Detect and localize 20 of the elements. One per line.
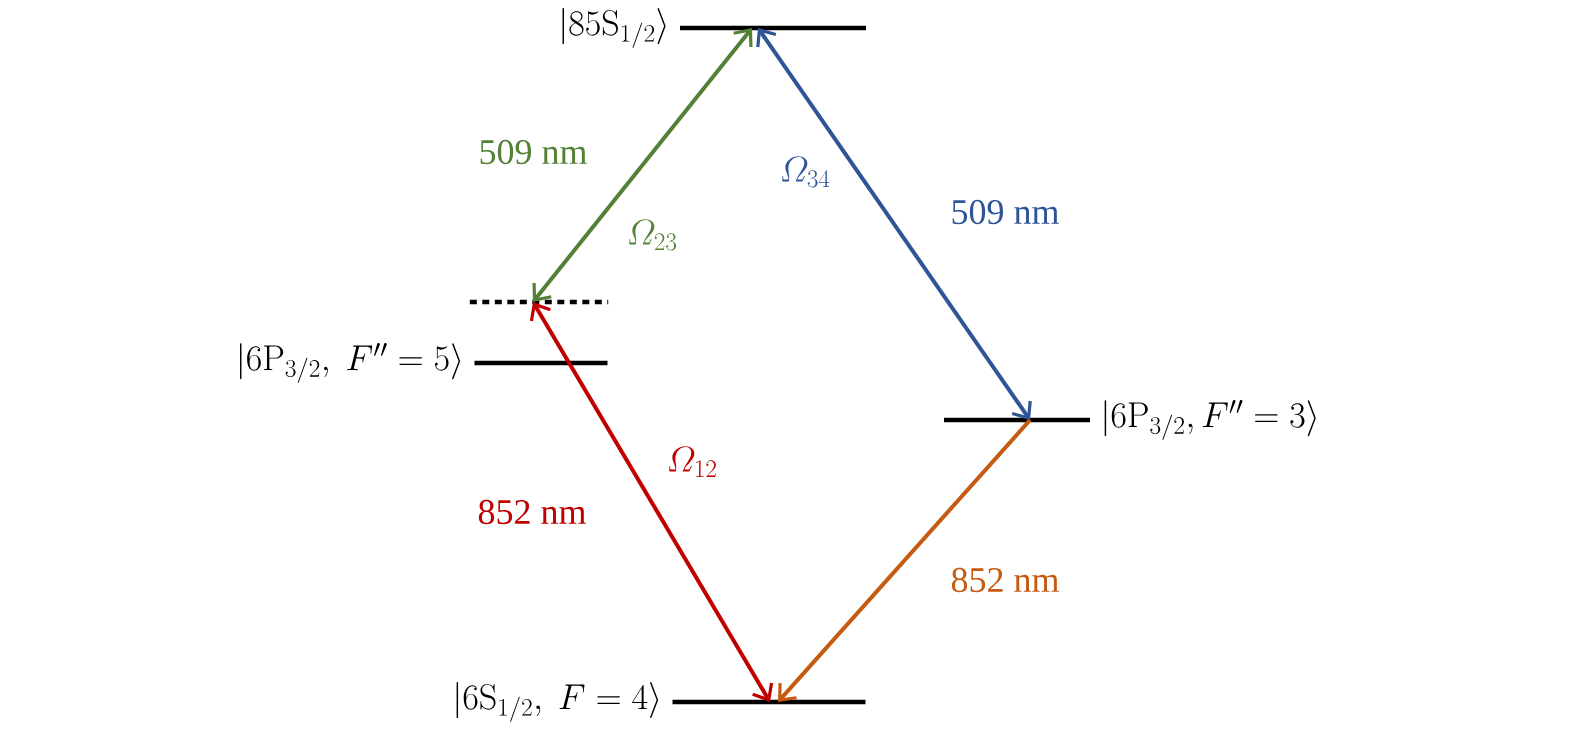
energy-level: $|6\mathrm{P}_{3/2},\ F''=5\rangle$: [240, 343, 608, 383]
wavelength-label: 509 nm: [949, 198, 1061, 226]
node-label: $|6\mathrm{P}_{3/2},\ F''=5\rangle$: [240, 342, 461, 383]
rabi-frequency-label: $\mathnormal{\Omega}_{12}$: [669, 446, 716, 477]
node-label: $|85\mathrm{S}_{1/2}\rangle$: [562, 8, 666, 48]
wavelength-label: 509 nm: [477, 138, 589, 166]
arrow: [532, 28, 753, 302]
energy-level: $|85\mathrm{S}_{1/2}\rangle$: [562, 8, 866, 48]
virtual-level: [469, 299, 609, 305]
energy-level: $|6\mathrm{S}_{1/2},\ F=4\rangle$: [456, 682, 866, 722]
arrow: [778, 418, 1032, 702]
arrow: [529, 302, 774, 702]
node-label: $|6\mathrm{S}_{1/2},\ F=4\rangle$: [456, 682, 659, 722]
arrow: [756, 28, 1032, 420]
node-label: $|6\mathrm{P}_{3/2},F''=3\rangle$: [1104, 399, 1316, 440]
energy-level: $|6\mathrm{P}_{3/2},F''=3\rangle$: [944, 400, 1316, 440]
rabi-frequency-label: $\mathnormal{\Omega}_{23}$: [629, 219, 677, 251]
rabi-frequency-label: $\mathnormal{\Omega}_{34}$: [782, 156, 830, 188]
wavelength-label: 852 nm: [476, 498, 588, 526]
wavelength-label: 852 nm: [949, 566, 1061, 594]
